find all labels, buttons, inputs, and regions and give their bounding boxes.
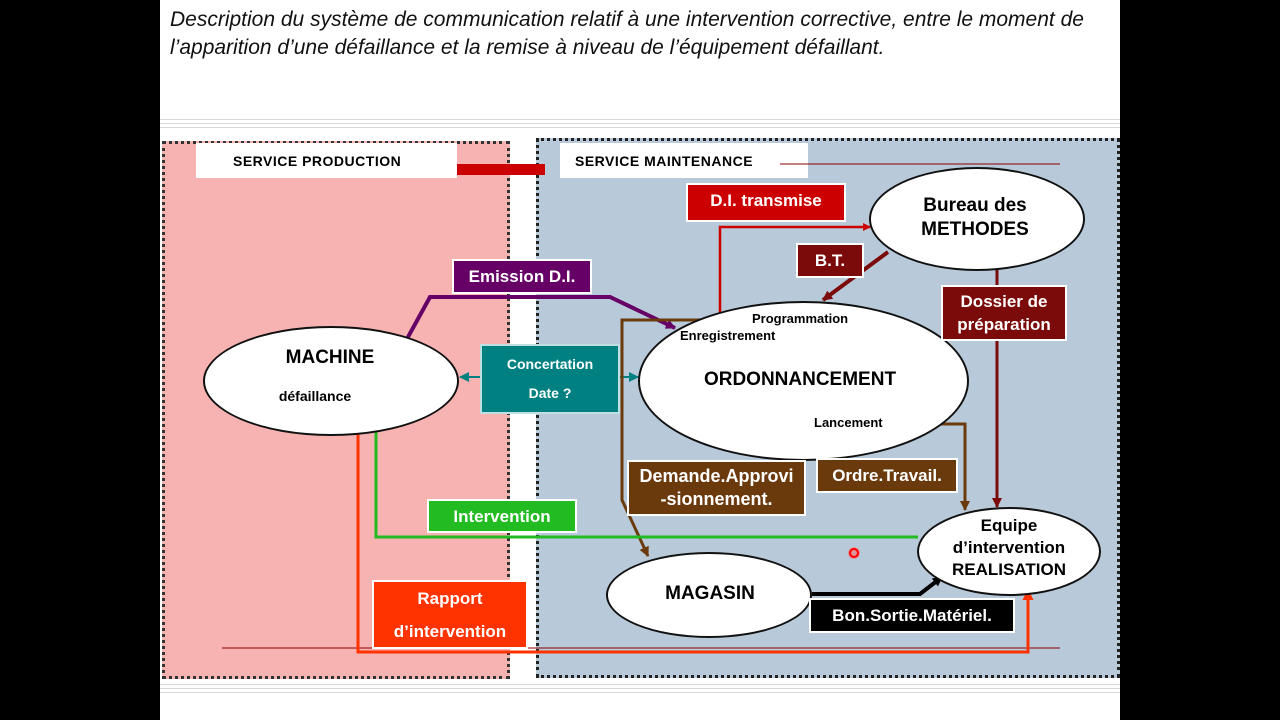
equipe-line2: d’intervention xyxy=(952,538,1066,557)
slide-title: Description du système de communication … xyxy=(170,8,1084,59)
rapport-line1: Rapport xyxy=(417,588,483,608)
label-di-transmise: D.I. transmise xyxy=(686,183,846,222)
concertation-line1: Concertation xyxy=(506,356,594,372)
demande-line2: -sionnement. xyxy=(660,489,773,509)
equipe-line3: REALISATION xyxy=(952,560,1066,579)
methodes-line2: METHODES xyxy=(921,219,1029,240)
label-programmation: Programmation xyxy=(752,311,849,326)
label-bt: B.T. xyxy=(796,243,864,278)
node-bureau-methodes xyxy=(869,167,1085,271)
divider-stripes xyxy=(160,119,1120,129)
label-concertation: Concertation Date ? xyxy=(480,344,620,414)
pointer-dot-icon xyxy=(849,548,859,558)
arrow-intervention xyxy=(370,417,918,539)
dossier-line2: préparation xyxy=(957,315,1051,334)
slide: Description du système de communication … xyxy=(160,0,1120,720)
node-equipe-intervention xyxy=(917,507,1101,596)
node-machine xyxy=(203,326,459,436)
arrow-demande-approvi xyxy=(620,318,745,557)
machine-defaillance: défaillance xyxy=(278,388,352,404)
label-lancement: Lancement xyxy=(814,415,883,430)
demande-line1: Demande.Approvi xyxy=(639,466,794,486)
label-emission-di: Emission D.I. xyxy=(452,259,592,294)
divider-stripes xyxy=(160,684,1120,694)
arrow-bon-sortie xyxy=(812,575,944,596)
machine-title: MACHINE xyxy=(285,347,375,368)
ordonnancement-title: ORDONNANCEMENT xyxy=(703,369,897,390)
zone-connector-bar xyxy=(457,164,545,175)
node-ordonnancement xyxy=(638,301,969,461)
label-demande-approvisionnement: Demande.Approvi -sionnement. xyxy=(627,460,806,516)
label-bon-sortie-materiel: Bon.Sortie.Matériel. xyxy=(809,598,1015,633)
arrow-rapport xyxy=(356,410,1034,654)
concertation-line2: Date ? xyxy=(528,385,572,401)
label-ordre-travail: Ordre.Travail. xyxy=(816,458,958,493)
rapport-line2: d’intervention xyxy=(393,621,507,641)
node-magasin xyxy=(606,552,812,638)
label-enregistrement: Enregistrement xyxy=(680,328,776,343)
methodes-line1: Bureau des xyxy=(923,195,1027,216)
arrow-di-transmise xyxy=(718,223,871,322)
magasin-title: MAGASIN xyxy=(665,583,755,604)
label-service-production: SERVICE PRODUCTION xyxy=(196,143,457,178)
label-intervention: Intervention xyxy=(427,499,577,533)
dossier-line1: Dossier de xyxy=(960,292,1048,311)
equipe-line1: Equipe xyxy=(980,516,1038,535)
flow-connectors xyxy=(222,163,1060,654)
label-service-maintenance: SERVICE MAINTENANCE xyxy=(560,143,808,178)
label-rapport-intervention: Rapport d’intervention xyxy=(372,580,528,649)
label-dossier-preparation: Dossier de préparation xyxy=(941,285,1067,341)
